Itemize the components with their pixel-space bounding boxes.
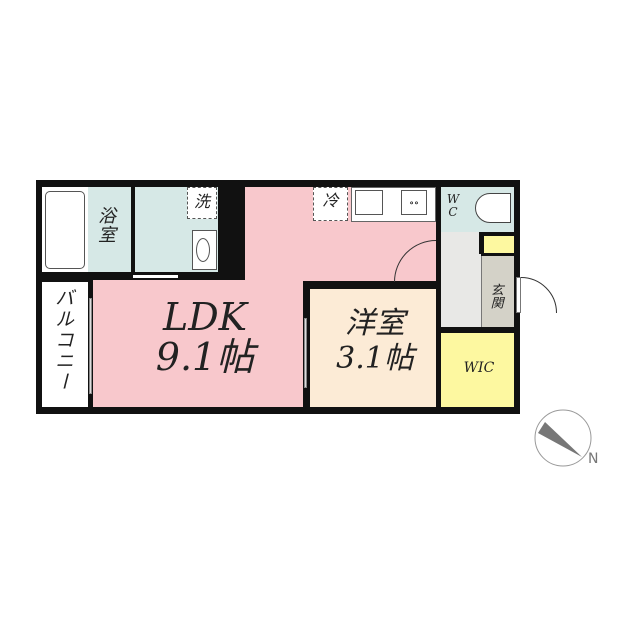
western-name: 洋室 <box>345 306 405 341</box>
compass-north-label: N <box>588 451 599 467</box>
kitchen-sink <box>355 190 383 215</box>
wc-label: WC <box>446 192 460 219</box>
room-hall <box>441 232 481 327</box>
western-wall <box>303 281 438 289</box>
kitchen-counter <box>351 187 436 222</box>
room-wic <box>441 333 514 407</box>
western-size: 3.1帖 <box>336 341 414 376</box>
western-window <box>304 318 307 388</box>
wic-label: WIC <box>463 360 495 376</box>
balcony <box>42 282 88 407</box>
room-western <box>310 289 436 407</box>
ldk-name: LDK <box>162 295 248 339</box>
washroom-door <box>133 275 178 278</box>
sink-basin <box>196 238 210 262</box>
balcony-window <box>89 298 92 394</box>
toilet <box>475 193 511 223</box>
compass-icon <box>534 409 592 467</box>
wall-block <box>218 187 245 280</box>
room-bath <box>88 187 132 273</box>
shelf-wall-left <box>479 232 484 254</box>
bathtub <box>45 191 85 269</box>
room-entrance <box>481 256 514 327</box>
bath-label: 浴室 <box>98 206 116 246</box>
washer-space <box>187 187 217 219</box>
fridge-label: 冷 <box>322 191 339 210</box>
right-divider <box>436 187 441 409</box>
shoe-shelf <box>484 236 514 253</box>
wic-wall <box>441 327 516 333</box>
ldk-size: 9.1帖 <box>155 335 255 379</box>
entrance-door <box>516 277 521 313</box>
washer-label: 洗 <box>193 192 210 211</box>
balcony-label: バルコニー <box>51 288 74 393</box>
entrance-label: 玄関 <box>487 283 503 309</box>
bath-wall <box>131 187 135 273</box>
shelf-wall <box>479 232 514 236</box>
stove: ∘∘ <box>401 190 427 215</box>
fridge-space <box>313 187 348 221</box>
